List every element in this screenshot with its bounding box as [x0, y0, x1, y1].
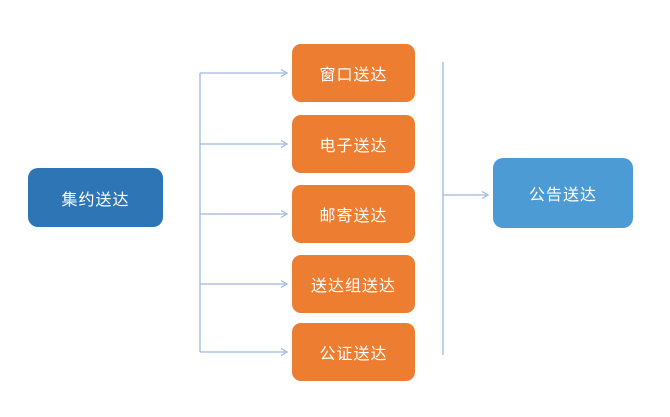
node-source-jiyue-songda: 集约送达 — [28, 168, 163, 227]
node-source-label: 集约送达 — [61, 191, 130, 209]
node-method-label: 窗口送达 — [319, 67, 388, 84]
node-fallback-label: 公告送达 — [528, 187, 597, 204]
node-method-label: 公证送达 — [319, 346, 388, 363]
node-method-label: 邮寄送达 — [319, 208, 388, 225]
arrow-to-method-3-head — [280, 209, 289, 219]
arrow-to-method-4-head — [280, 279, 289, 289]
arrow-to-method-5-head — [280, 347, 289, 357]
node-method-notarized-delivery: 公证送达 — [292, 323, 415, 381]
node-fallback-gonggao-songda: 公告送达 — [493, 158, 633, 228]
arrow-to-method-1-head — [280, 68, 289, 78]
arrow-to-method-2-head — [280, 139, 289, 149]
node-method-mail-delivery: 邮寄送达 — [292, 185, 415, 243]
node-method-delivery-group-delivery: 送达组送达 — [292, 255, 415, 313]
node-method-electronic-delivery: 电子送达 — [292, 115, 415, 173]
arrow-to-fallback-head — [481, 190, 490, 200]
node-method-window-delivery: 窗口送达 — [292, 44, 415, 102]
node-method-label: 电子送达 — [319, 138, 388, 155]
node-method-label: 送达组送达 — [310, 278, 396, 295]
